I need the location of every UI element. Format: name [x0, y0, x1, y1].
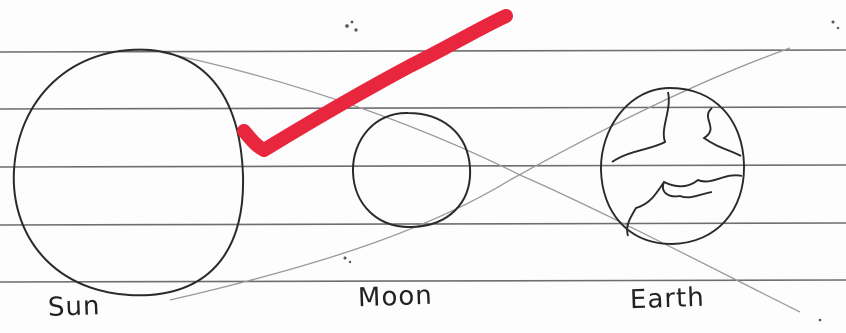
- ruled-line: [0, 107, 846, 109]
- ruled-line: [0, 165, 846, 167]
- moon-label: Moon: [357, 281, 433, 314]
- moon-circle: [353, 113, 470, 227]
- earth-continent: [704, 108, 741, 156]
- lower-tangent-line: [170, 48, 790, 300]
- earth-label: Earth: [629, 283, 705, 316]
- sun-label: Sun: [47, 291, 100, 323]
- earth-continent: [627, 175, 742, 236]
- tangent-lines: [150, 48, 800, 312]
- sun-circle: [14, 50, 243, 296]
- ruled-lines: [0, 50, 846, 282]
